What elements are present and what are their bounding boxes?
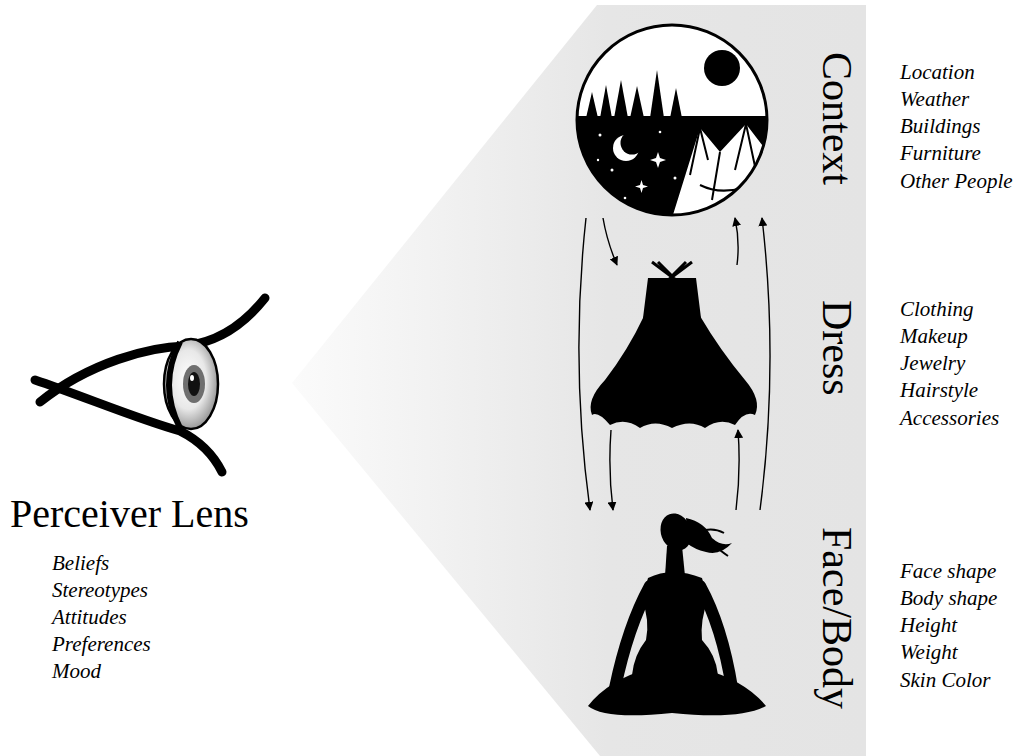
influence-arrow [603, 218, 617, 265]
seated-figure [588, 509, 766, 715]
eye-icon [35, 298, 265, 472]
list-item: Location [900, 59, 975, 85]
lens-node: Perceiver Lens [10, 485, 295, 543]
list-item: Attitudes [52, 604, 127, 630]
list-item: Preferences [52, 631, 151, 657]
list-item: Weather [900, 86, 969, 112]
list-item: Stereotypes [52, 577, 148, 603]
list-item: Clothing [900, 296, 974, 322]
influence-arrow [579, 218, 590, 510]
list-item: Makeup [900, 323, 968, 349]
list-item: Hairstyle [900, 377, 978, 403]
list-item: Height [900, 612, 957, 638]
list-item: Other People [900, 168, 1013, 194]
list-item: Accessories [900, 405, 999, 431]
list-item: Furniture [900, 140, 981, 166]
stage-label: Context [816, 52, 858, 185]
list-item: Jewelry [900, 350, 965, 376]
perception-cone [292, 5, 866, 756]
list-item: Body shape [900, 585, 997, 611]
lens-title: Perceiver Lens [10, 491, 249, 537]
list-item: Weight [900, 639, 958, 665]
influence-arrow [735, 218, 738, 265]
list-item: Buildings [900, 113, 981, 139]
list-item: Face shape [900, 558, 996, 584]
influence-arrow [760, 218, 770, 510]
list-item: Mood [52, 658, 101, 684]
influence-arrow [610, 430, 613, 510]
dress-silhouette [591, 262, 757, 428]
stage-node: Dress [575, 265, 866, 430]
list-item: Skin Color [900, 667, 990, 693]
stage-label: Face/Body [816, 527, 858, 709]
stage-label: Dress [816, 300, 858, 396]
list-item: Beliefs [52, 550, 109, 576]
influence-arrow [736, 430, 739, 510]
stage-node: Context [575, 18, 866, 218]
context-scene [570, 25, 780, 218]
stage-node: Face/Body [575, 510, 866, 725]
